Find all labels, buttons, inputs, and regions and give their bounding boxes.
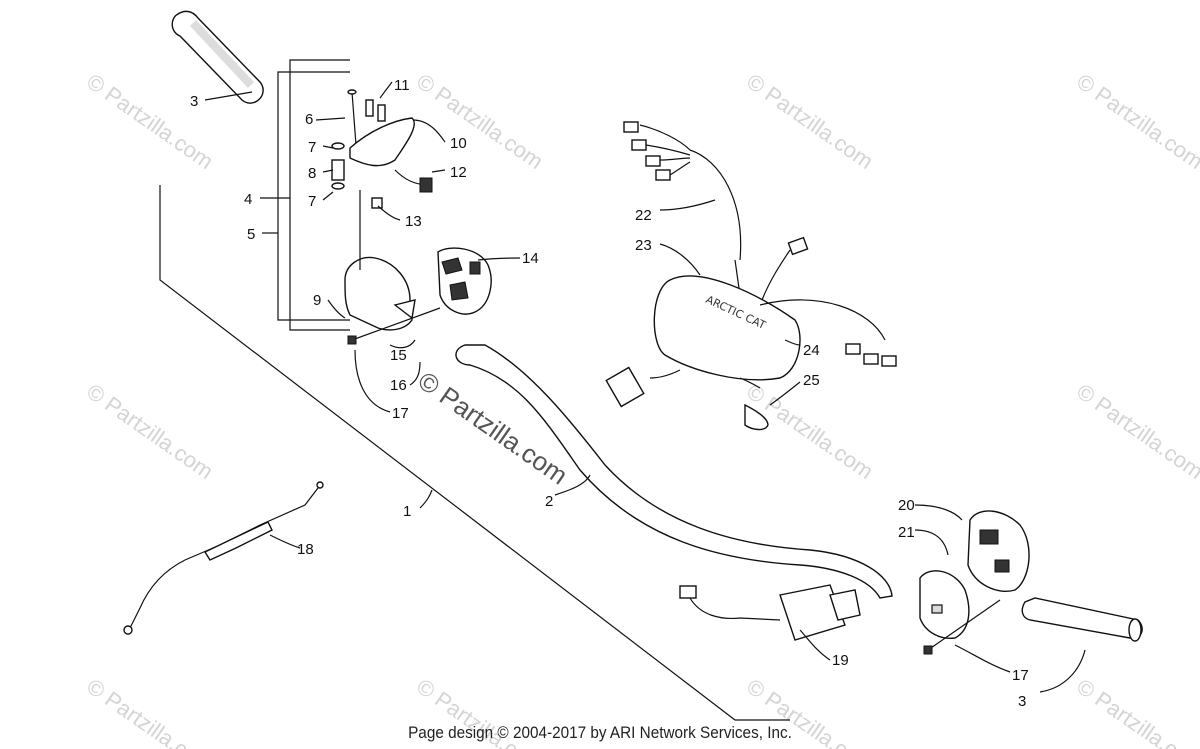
callout-7b: 7 [308,193,316,210]
callout-2: 2 [545,493,553,510]
footer-copyright: Page design © 2004-2017 by ARI Network S… [408,723,792,742]
callout-5: 5 [247,226,255,243]
callout-16: 16 [390,377,407,394]
screw-17-left [347,307,441,345]
grip-right [1021,597,1143,642]
callout-12: 12 [450,164,467,181]
callout-7: 7 [308,139,316,156]
callout-22: 22 [635,207,652,224]
housing-21 [919,570,970,639]
callout-18: 18 [297,541,314,558]
callout-19: 19 [832,652,849,669]
callout-11: 11 [394,77,410,94]
callout-17: 17 [392,405,409,422]
callout-13: 13 [405,213,422,230]
leader-lines [204,81,1086,693]
watermark-center: © Partzilla.com [413,365,574,490]
callout-9: 9 [313,292,321,309]
watermark: © Partzilla.com [412,69,548,175]
screw-17-right [923,599,1001,655]
switch-14 [437,247,492,315]
cable-18 [123,481,324,635]
grip-left [171,10,264,104]
bracket-4-5 [260,59,350,331]
watermark: © Partzilla.com [1072,379,1200,485]
callout-4: 4 [244,191,252,208]
left-switch-housing [344,256,416,331]
watermark: © Partzilla.com [1072,69,1200,175]
pad-23: ARCTIC CAT [653,275,801,381]
callout-15: 15 [390,347,407,364]
callout-21: 21 [898,524,915,541]
callout-25: 25 [803,372,820,389]
callout-6: 6 [305,111,313,128]
watermark: © Partzilla.com [742,379,878,485]
callout-1: 1 [403,503,411,520]
callout-3-right: 3 [1018,693,1026,710]
callout-20: 20 [898,497,915,514]
connectors-24 [605,236,897,408]
callout-3: 3 [190,93,198,110]
callouts: 3 6 11 7 10 8 12 4 7 13 5 14 9 15 16 17 … [190,77,1029,710]
callout-17-right: 17 [1012,667,1029,684]
hardware-small [331,89,433,270]
switch-20 [967,510,1030,592]
handlebar [455,344,893,599]
watermark: © Partzilla.com [82,69,218,175]
part-1-bracket [159,185,790,721]
callout-10: 10 [450,135,467,152]
watermarks: © Partzilla.com © Partzilla.com © Partzi… [82,69,1200,749]
callout-23: 23 [635,237,652,254]
clip-25 [744,403,769,431]
watermark: © Partzilla.com [82,379,218,485]
callout-24: 24 [803,342,820,359]
callout-14: 14 [522,250,539,267]
heater-19 [679,584,861,641]
watermark: © Partzilla.com [742,69,878,175]
callout-8: 8 [308,165,316,182]
